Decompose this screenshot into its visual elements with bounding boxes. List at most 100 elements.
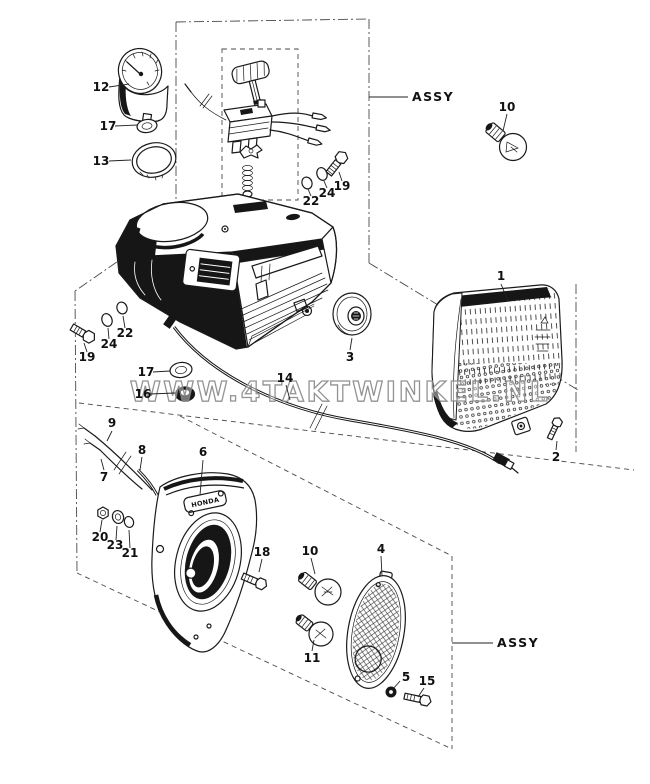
part-10-bulb-top	[485, 122, 528, 162]
part-10-bulb-bottom	[298, 571, 342, 606]
part-label-11: 11	[304, 651, 321, 665]
bucket-latch	[182, 248, 241, 292]
leader-line-21	[128, 529, 131, 549]
part-3-grommet	[332, 292, 372, 336]
bolt-19-left	[69, 323, 95, 344]
assy-label-0: ASSY	[412, 89, 454, 104]
part-label-3: 3	[346, 350, 354, 364]
part-label-22: 22	[303, 194, 320, 208]
leader-line-22	[307, 188, 312, 197]
headlight-bucket	[115, 193, 338, 350]
switch-spring	[242, 165, 253, 198]
part-label-20: 20	[92, 530, 109, 544]
leader-line-17	[114, 124, 139, 127]
honda-badge: HONDA	[183, 490, 227, 517]
leader-line-23	[115, 525, 118, 541]
part-label-1: 1	[497, 269, 505, 283]
leader-line-3	[349, 337, 353, 351]
watermark-text: WWW.4TAKTWINKEL.NL	[130, 375, 550, 408]
leader-line-19	[338, 171, 343, 182]
part-label-24: 24	[101, 337, 118, 351]
leader-line-9	[106, 430, 113, 442]
watermark: WWW.4TAKTWINKEL.NL	[129, 374, 550, 408]
leader-line-18	[258, 558, 263, 573]
part-label-17: 17	[100, 119, 117, 133]
washer-22-left	[116, 301, 128, 315]
leader-line-12	[108, 83, 130, 88]
headlight-tab	[511, 416, 531, 436]
part-label-19: 19	[79, 350, 96, 364]
part-label-22: 22	[117, 326, 134, 340]
wire-terminals	[307, 112, 331, 146]
washer-24-left	[101, 313, 113, 327]
part-label-8: 8	[138, 443, 146, 457]
part-4-lens	[346, 570, 406, 689]
leader-line-2	[555, 440, 558, 451]
leader-line-19	[83, 342, 88, 353]
part-label-4: 4	[377, 542, 385, 556]
part-label-12: 12	[93, 80, 110, 94]
part-label-23: 23	[107, 538, 124, 552]
part-label-13: 13	[93, 154, 110, 168]
part-label-2: 2	[552, 450, 560, 464]
part-label-17: 17	[138, 365, 155, 379]
ignition-key	[231, 60, 270, 105]
leader-line-4	[380, 555, 383, 577]
part-1-headlight-unit	[431, 284, 563, 436]
leader-line-5	[392, 680, 401, 690]
washer-21	[123, 515, 135, 529]
part-13-ring	[131, 142, 177, 181]
leader-line-8	[139, 456, 143, 471]
leader-line-1	[500, 283, 509, 302]
nut-5	[385, 686, 397, 698]
leader-line-24	[107, 327, 110, 340]
part-14-cable	[163, 304, 519, 474]
bolt-18	[240, 572, 268, 591]
leader-line-16	[149, 392, 176, 395]
part-12-speedometer	[117, 47, 169, 125]
part-labels-layer: 1234567891010111213141516171718191920212…	[79, 80, 560, 698]
leader-line-24	[323, 180, 328, 189]
case-opening	[174, 512, 242, 612]
part-label-16: 16	[135, 387, 152, 401]
part-label-19: 19	[334, 179, 351, 193]
part-label-24: 24	[319, 186, 336, 200]
part-17-washer-mid	[169, 361, 193, 379]
assy-label-1: ASSY	[497, 635, 539, 650]
leader-line-11	[311, 639, 315, 652]
part-label-7: 7	[100, 470, 108, 484]
part-16-grommet	[174, 386, 196, 402]
wires-9-7	[77, 423, 159, 496]
part-label-15: 15	[419, 674, 436, 688]
leader-line-6	[199, 459, 204, 496]
part-label-9: 9	[108, 416, 116, 430]
part-label-14: 14	[277, 371, 294, 385]
washer-24-top	[316, 167, 328, 181]
bolt-19-top	[325, 151, 349, 177]
washer-23	[111, 509, 125, 525]
part-label-6: 6	[199, 445, 207, 459]
leader-line-20	[99, 519, 103, 533]
nut-20	[97, 506, 109, 520]
leader-line-17	[152, 370, 171, 373]
ignition-switch	[184, 83, 331, 154]
leader-line-15	[417, 687, 425, 698]
leader-line-14	[285, 384, 291, 401]
bolt-15	[403, 692, 432, 707]
part-2-screw	[546, 417, 563, 441]
part-label-10: 10	[499, 100, 516, 114]
part-label-21: 21	[122, 546, 139, 560]
leader-line-10	[502, 113, 508, 132]
leader-line-22	[122, 315, 126, 329]
leader-line-10	[310, 557, 316, 575]
part-17-washer-top	[136, 118, 158, 134]
part-6-case: HONDA	[151, 472, 258, 653]
part-label-5: 5	[402, 670, 410, 684]
leader-line-13	[108, 159, 132, 162]
washer-22-top	[301, 176, 313, 190]
part-label-18: 18	[254, 545, 271, 559]
part-label-10: 10	[302, 544, 319, 558]
part-11-bulb	[295, 614, 334, 647]
